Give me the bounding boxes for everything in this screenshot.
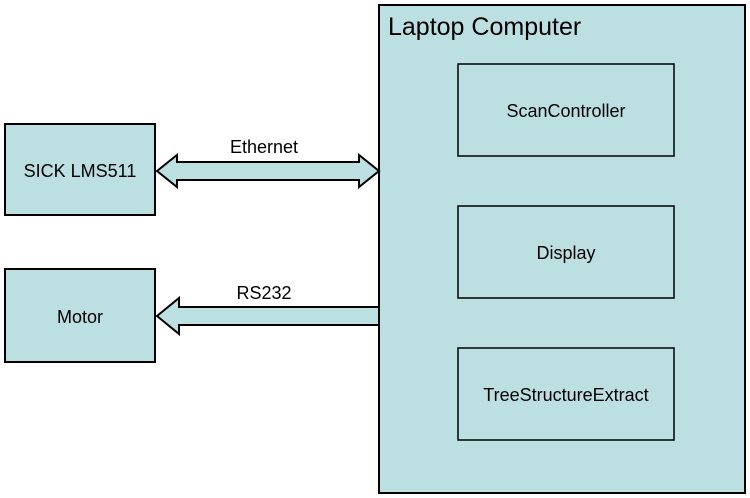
display-label: Display [536,243,595,263]
motor-box [4,268,156,363]
tree-structure-extract-node: TreeStructureExtract [457,347,675,441]
rs232-label: RS232 [236,283,291,303]
rs232-arrow [155,295,380,337]
rs232-connection: RS232 [155,283,380,337]
ethernet-label: Ethernet [230,137,298,157]
ethernet-connection: Ethernet [155,137,381,190]
tree-structure-extract-label: TreeStructureExtract [483,385,648,405]
scan-controller-label: ScanController [506,101,625,121]
display-node: Display [457,205,675,299]
sick-lms511-node: SICK LMS511 [4,123,156,216]
laptop-computer-label: Laptop Computer [388,13,581,41]
motor-label: Motor [57,307,103,327]
scan-controller-node: ScanController [457,63,675,157]
scan-controller-box [457,63,675,157]
ethernet-double-arrow [155,152,381,190]
sick-lms511-label: SICK LMS511 [24,161,137,181]
motor-node: Motor [4,268,156,363]
sick-lms511-box [4,123,156,216]
display-box [457,205,675,299]
tree-structure-extract-box [457,347,675,441]
